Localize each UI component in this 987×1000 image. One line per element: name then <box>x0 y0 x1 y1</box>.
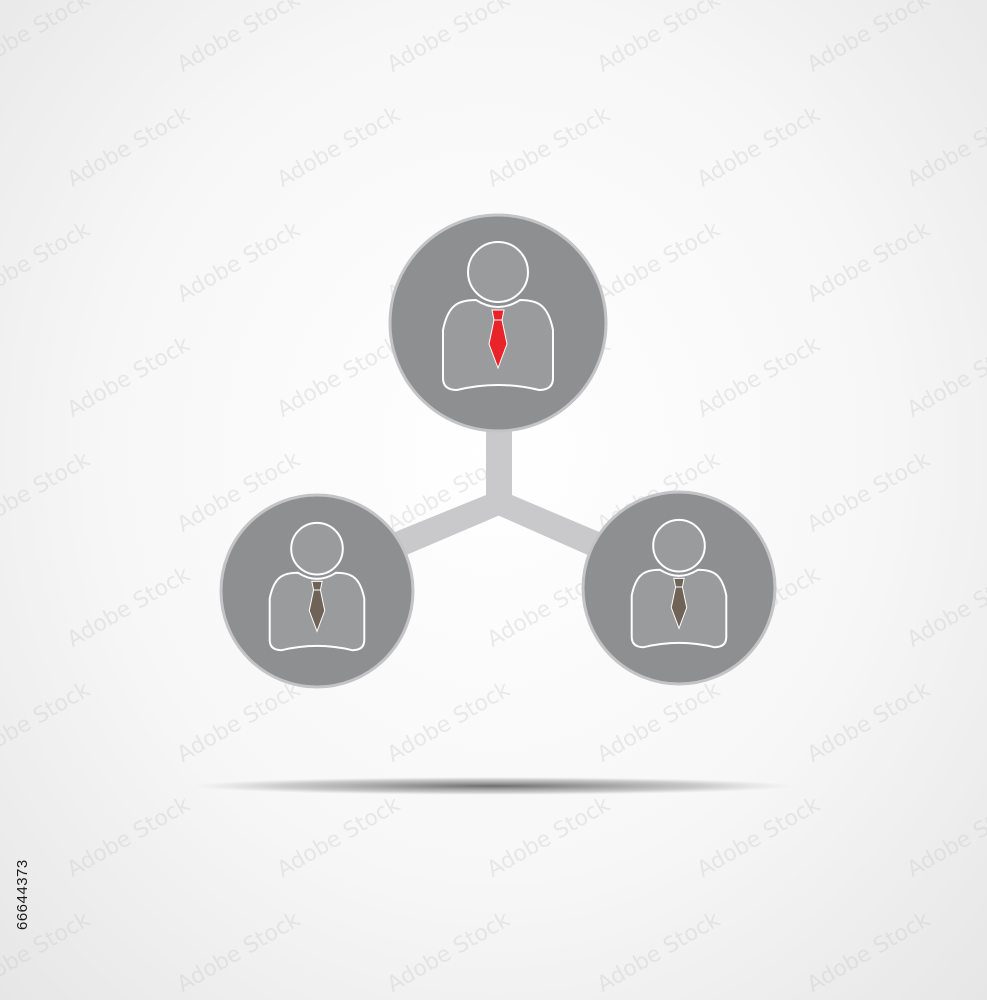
stock-id: 66644373 <box>14 859 31 930</box>
tie-icon <box>488 319 508 370</box>
floor-shadow <box>193 777 793 795</box>
tie-knot <box>311 580 323 591</box>
person-head <box>290 521 344 576</box>
connector-stem <box>486 430 512 510</box>
tie-icon <box>670 586 688 630</box>
connector-right <box>486 495 604 556</box>
tie-icon <box>308 589 326 633</box>
node-member-left <box>219 493 415 689</box>
tie-knot <box>491 309 505 321</box>
person-icon <box>442 241 554 392</box>
person-icon <box>630 518 728 649</box>
connector-left <box>390 495 512 556</box>
node-member-right <box>581 490 777 686</box>
node-leader <box>388 213 608 433</box>
person-head <box>467 241 529 303</box>
person-head <box>652 518 706 573</box>
tie-knot <box>673 577 685 588</box>
person-icon <box>268 521 366 652</box>
connectors <box>390 430 604 556</box>
